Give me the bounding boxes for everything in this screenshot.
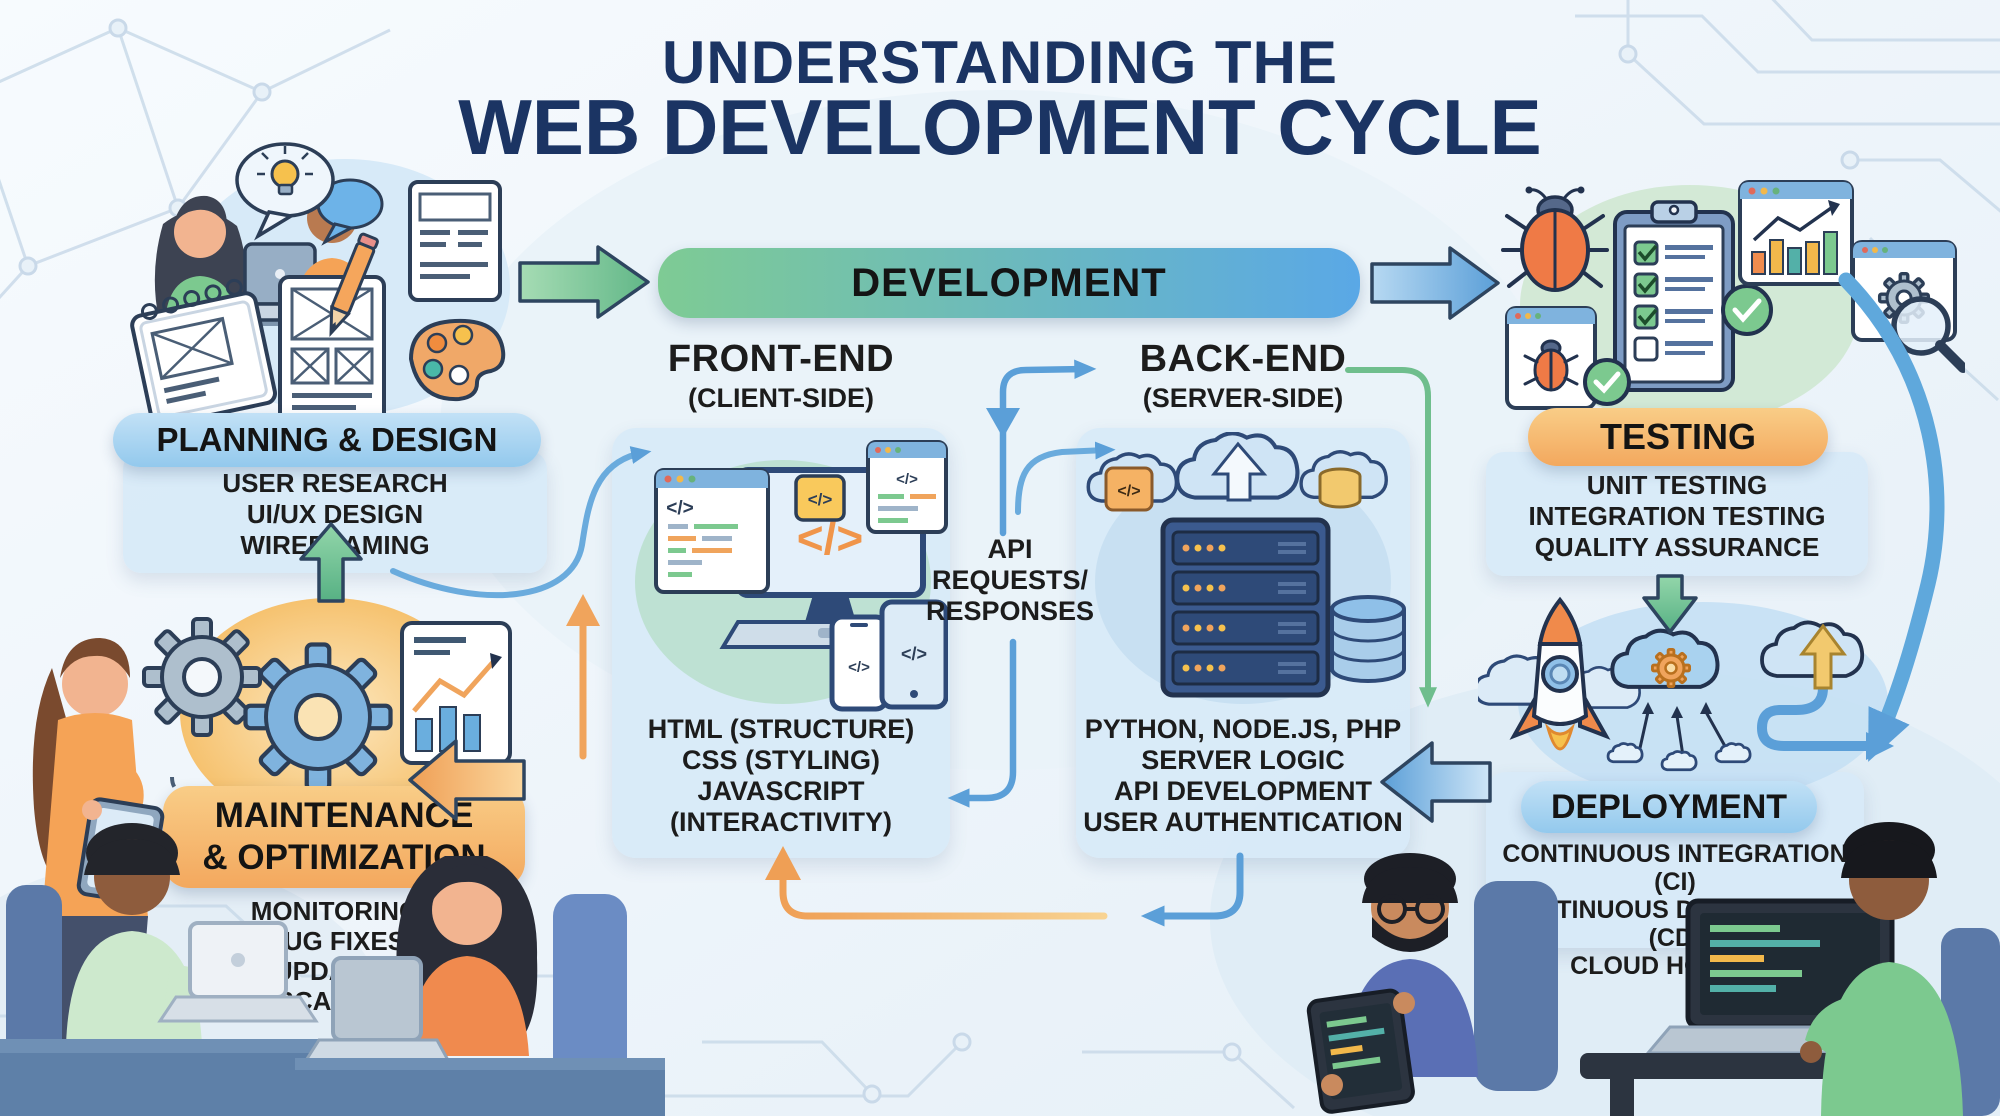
tablet-code-icon: </> (879, 599, 948, 710)
frontend-subtitle: (CLIENT-SIDE) (688, 383, 874, 413)
mini-browser-icon: </> (866, 440, 948, 534)
code-icon: </> (1117, 483, 1140, 500)
person-seated-man-laptop (0, 823, 340, 1116)
api-label-line: REQUESTS/ (931, 565, 1089, 595)
backend-illustration: </> (1086, 432, 1406, 704)
testing-illustration (1501, 180, 1965, 425)
glasses-icon (1377, 894, 1445, 924)
backend-heading: BACK-END (SERVER-SIDE) (1076, 338, 1410, 414)
smartphone-code-icon: </> (829, 614, 889, 712)
list-item: CSS (STYLING) (681, 745, 880, 775)
page-title-line2: WEB DEVELOPMENT CYCLE (458, 83, 1542, 171)
planning-list: USER RESEARCH UI/UX DESIGN WIREFRAMING (123, 468, 547, 561)
frontend-heading: FRONT-END (CLIENT-SIDE) (612, 338, 950, 414)
deployment-illustration (1478, 596, 1894, 802)
check-circle-icon (1721, 284, 1773, 336)
code-chip-icon: </> (794, 474, 846, 522)
sketch-notepad-icon (130, 278, 277, 428)
backend-list: PYTHON, NODE.JS, PHP SERVER LOGIC API DE… (1076, 714, 1410, 838)
server-rack-icon (1160, 517, 1331, 698)
list-item: USER RESEARCH (222, 468, 448, 498)
testing-list: UNIT TESTING INTEGRATION TESTING QUALITY… (1486, 470, 1868, 563)
api-label-line: RESPONSES (925, 596, 1095, 626)
laptop-code-icon (1644, 898, 1936, 1055)
list-item: (INTERACTIVITY) (670, 807, 892, 837)
bug-browser-icon (1505, 306, 1597, 410)
person-seated-woman-laptop (295, 856, 665, 1116)
code-icon: </> (901, 644, 927, 664)
analytics-browser-icon (1738, 180, 1854, 286)
testing-banner: TESTING (1528, 408, 1828, 466)
planning-banner: PLANNING & DESIGN (113, 413, 541, 467)
list-item: QUALITY ASSURANCE (1534, 532, 1820, 562)
list-item: MONITORING (250, 896, 420, 926)
cloud-code-chip-icon: </> (1104, 466, 1154, 512)
palette-icon (408, 318, 506, 402)
code-icon: </> (896, 471, 918, 488)
frontend-illustration: </> </> </> </> (635, 440, 948, 712)
wireframe-card-icon (278, 275, 386, 429)
layout-document-icon (408, 180, 502, 302)
list-item: API DEVELOPMENT (1113, 776, 1373, 806)
check-circle-icon (1583, 358, 1631, 406)
desk-laptop-code (1580, 898, 1990, 1116)
list-item: JAVASCRIPT (697, 776, 865, 806)
backend-title: BACK-END (1139, 338, 1347, 380)
laptop-icon (302, 956, 452, 1064)
analytics-chart-icon (400, 621, 512, 765)
planning-banner-label: PLANNING & DESIGN (156, 421, 498, 458)
tablet-code-icon (1306, 988, 1415, 1114)
development-banner-label: DEVELOPMENT (851, 260, 1167, 305)
list-item: PYTHON, NODE.JS, PHP (1084, 714, 1402, 744)
page-title-line1: UNDERSTANDING THE (662, 29, 1338, 96)
list-item: USER AUTHENTICATION (1083, 807, 1403, 837)
laptop-icon (157, 921, 319, 1023)
speech-bubbles (235, 142, 384, 246)
list-item: SERVER LOGIC (1141, 745, 1345, 775)
planning-illustration (130, 142, 510, 429)
deployment-banner: DEPLOYMENT (1521, 781, 1817, 833)
lightbulb-icon (257, 146, 313, 196)
list-item: HTML (STRUCTURE) (647, 714, 915, 744)
list-item: BUG FIXES (264, 926, 406, 956)
cloud-gear-network-icon (1606, 628, 1752, 772)
code-icon: </> (848, 659, 870, 676)
list-item: INTEGRATION TESTING (1528, 501, 1826, 531)
code-icon: </> (808, 490, 833, 509)
code-editor-window-icon: </> (654, 468, 770, 594)
list-item: UI/UX DESIGN (246, 499, 424, 529)
development-banner: DEVELOPMENT (658, 248, 1360, 318)
list-item: WIREFRAMING (240, 530, 430, 560)
person-seated-man-tablet (1306, 853, 1558, 1114)
cloud-database-icon (1318, 467, 1362, 509)
database-cylinder-icon (1330, 595, 1406, 683)
person-seated-man-green (1800, 822, 2000, 1116)
backend-subtitle: (SERVER-SIDE) (1142, 383, 1344, 413)
frontend-list: HTML (STRUCTURE) CSS (STYLING) JAVASCRIP… (612, 714, 950, 838)
pencil-ic on (329, 232, 379, 337)
list-item: CONTINUOUS INTEGRATION (CI) (1502, 840, 1848, 896)
gear-grey-icon (142, 617, 262, 737)
code-icon: </> (666, 498, 693, 519)
gear-blue-icon (246, 645, 391, 790)
checklist-clipboard-icon (1613, 200, 1735, 392)
testing-panel (1486, 452, 1868, 576)
api-label: API REQUESTS/ RESPONSES (925, 534, 1095, 627)
bug-icon (1501, 186, 1609, 292)
frontend-title: FRONT-END (667, 338, 895, 380)
deployment-banner-label: DEPLOYMENT (1550, 787, 1788, 826)
api-label-line: API (987, 534, 1033, 564)
maintenance-illustration (142, 598, 512, 828)
upload-arrow-icon (1210, 441, 1268, 502)
list-item: UNIT TESTING (1586, 470, 1768, 500)
rocket-icon (1509, 596, 1611, 751)
testing-banner-label: TESTING (1599, 416, 1756, 457)
